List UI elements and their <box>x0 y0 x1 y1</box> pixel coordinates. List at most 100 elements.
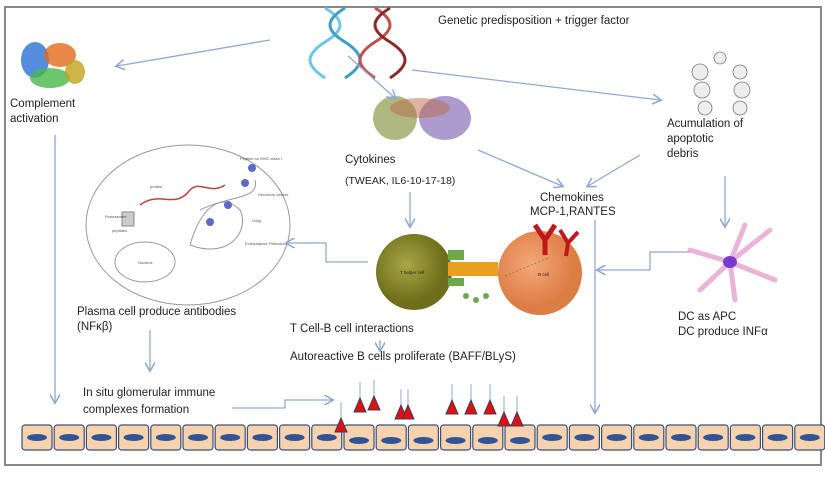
cell-nucleus <box>349 437 369 444</box>
tubular-cell <box>504 424 536 451</box>
tubular-cell <box>53 424 85 451</box>
b-cell-label: B cell <box>538 272 549 277</box>
cell-nucleus <box>188 434 208 441</box>
dendritic-cell-icon <box>687 222 778 303</box>
apoptotic-label-3: debris <box>667 148 699 160</box>
immune-complex <box>401 389 415 420</box>
cell-nucleus <box>735 434 756 441</box>
cytokines-label: Cytokines <box>345 154 396 166</box>
tubular-cell <box>665 424 697 451</box>
frame <box>4 6 822 466</box>
tubular-cell <box>375 424 407 451</box>
dna-icon <box>308 6 407 80</box>
tubular-cell <box>536 424 568 451</box>
complement-label: Complement <box>10 98 76 110</box>
cell-nucleus <box>155 434 176 441</box>
cell-nucleus <box>316 434 337 441</box>
cell-nucleus <box>381 437 402 444</box>
cell-nucleus <box>638 434 659 441</box>
apoptotic-label-2: apoptotic <box>667 133 714 145</box>
cell-nucleus <box>542 434 563 441</box>
immune-complex <box>483 384 497 415</box>
svg-text:Nucleus: Nucleus <box>138 260 152 265</box>
t-b-cell-interaction: T helper cell B cell <box>376 223 582 315</box>
tubular-cell <box>633 424 665 451</box>
svg-text:Endoplasmic Reticulum: Endoplasmic Reticulum <box>245 241 287 246</box>
apoptotic-label-1: Acumulation of <box>667 118 744 130</box>
cell-nucleus <box>252 434 273 441</box>
tubular-cell <box>697 424 729 451</box>
tubular-cell <box>214 424 246 451</box>
cell-nucleus <box>703 434 724 441</box>
cell-nucleus <box>91 434 112 441</box>
tubular-cell <box>440 424 472 451</box>
svg-text:peptides: peptides <box>112 228 127 233</box>
tubular-cell <box>117 424 150 451</box>
svg-text:Peptide on MHC class I: Peptide on MHC class I <box>240 156 282 161</box>
trigger-label: Genetic predisposition + trigger factor <box>438 15 630 27</box>
tubular-cell <box>311 424 343 451</box>
tubular-cell <box>794 424 825 451</box>
tubular-cell <box>472 424 504 451</box>
cell-nucleus <box>510 437 530 444</box>
immune-complex <box>367 380 381 411</box>
insitu-label-1: In situ glomerular immune <box>83 387 215 399</box>
tubular-cell <box>343 424 375 451</box>
cell-nucleus <box>123 434 144 441</box>
cell-nucleus <box>477 437 498 444</box>
cell-nucleus <box>284 434 305 441</box>
tb-interactions-label: T Cell-B cell interactions <box>290 323 414 335</box>
tubular-cell <box>407 424 439 451</box>
immune-complex <box>353 382 367 413</box>
tubular-cell <box>729 424 762 451</box>
chemokines-list-label: MCP-1,RANTES <box>530 206 616 218</box>
autoreactive-label: Autoreactive B cells proliferate (BAFF/B… <box>290 351 516 363</box>
plasma-cell-label: Plasma cell produce antibodies <box>77 306 236 318</box>
arrows <box>55 39 725 412</box>
cell-nucleus <box>671 434 691 441</box>
insitu-label-2: complexes formation <box>83 404 189 416</box>
tubular-cell <box>85 424 118 451</box>
dc-label-2: DC produce INFα <box>678 326 768 338</box>
cell-nucleus <box>27 434 47 441</box>
cell-nucleus <box>606 434 627 441</box>
tubular-cell <box>246 424 278 451</box>
dc-label-1: DC as APC <box>678 311 736 323</box>
tubular-cell <box>568 424 601 451</box>
cell-nucleus <box>574 434 595 441</box>
tubular-cell <box>21 424 53 451</box>
svg-text:Secretory vesicle: Secretory vesicle <box>258 192 289 197</box>
plasma-cell-label-2: (NFκβ) <box>77 321 113 333</box>
cell-nucleus <box>220 434 241 441</box>
immune-complexes <box>334 380 524 433</box>
immune-complex <box>497 396 511 427</box>
immune-complex <box>445 384 459 415</box>
svg-text:protein: protein <box>150 184 162 189</box>
cell-nucleus <box>413 437 434 444</box>
tubular-cell <box>761 424 794 451</box>
complement-protein-icon <box>21 42 85 88</box>
cytokines-list-label: (TWEAK, IL6-10-17-18) <box>345 175 455 187</box>
t-cell-label: T helper cell <box>400 270 424 275</box>
tubular-cell <box>600 424 633 451</box>
apoptotic-debris-icon <box>691 51 751 116</box>
tubular-cell <box>150 424 182 451</box>
chemokines-label: Chemokines <box>540 192 604 204</box>
cell-nucleus <box>445 437 466 444</box>
plasma-cell-diagram: Nucleus Golgi Proteasome peptides protei… <box>85 144 291 306</box>
svg-text:Proteasome: Proteasome <box>105 214 127 219</box>
complement-label-2: activation <box>10 113 59 125</box>
cell-nucleus <box>799 434 820 441</box>
dc-nucleus <box>723 256 737 268</box>
immune-complex <box>510 396 524 427</box>
cell-nucleus <box>767 434 788 441</box>
cell-nucleus <box>59 434 80 441</box>
svg-text:Golgi: Golgi <box>252 218 261 223</box>
tubular-cell <box>182 424 214 451</box>
tubular-epithelium <box>21 424 825 451</box>
cytokine-molecule-icon <box>373 96 471 140</box>
immune-complex <box>334 402 348 433</box>
immune-complex <box>464 384 478 415</box>
tubular-cell <box>279 424 311 451</box>
